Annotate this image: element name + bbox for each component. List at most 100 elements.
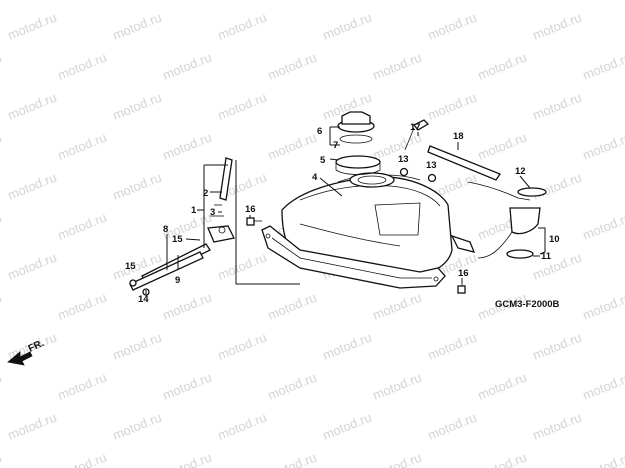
watermark-text: motod.ru <box>266 50 319 83</box>
watermark-text: motod.ru <box>321 330 374 363</box>
watermark-text: motod.ru <box>266 450 319 468</box>
watermark-text: motod.ru <box>581 210 625 243</box>
watermark-text: motod.ru <box>56 290 109 323</box>
watermark-text: motod.ru <box>426 410 479 443</box>
watermark-text: motod.ru <box>56 130 109 163</box>
watermark-text: motod.ru <box>0 50 4 83</box>
callout-15-lower: 15 <box>125 261 136 272</box>
callout-labels: 1 2 3 4 5 6 7 8 9 10 11 12 13 13 14 15 1… <box>125 122 560 305</box>
fuel-cap <box>337 111 375 144</box>
fuel-cock <box>207 157 235 243</box>
watermark-text: motod.ru <box>6 410 59 443</box>
watermark-text: motod.ru <box>0 130 4 163</box>
callout-15-upper: 15 <box>172 234 183 245</box>
callout-17: 17 <box>410 122 421 133</box>
watermark-text: motod.ru <box>0 370 4 403</box>
watermark-text: motod.ru <box>216 330 269 363</box>
watermark-text: motod.ru <box>581 450 625 468</box>
fuel-tubes <box>129 243 211 296</box>
callout-18: 18 <box>453 131 464 142</box>
watermark-text: motod.ru <box>56 50 109 83</box>
watermark-text: motod.ru <box>216 90 269 123</box>
callout-6: 6 <box>317 126 322 137</box>
watermark-text: motod.ru <box>216 250 269 283</box>
watermark-text: motod.ru <box>321 410 374 443</box>
callout-5: 5 <box>320 155 326 166</box>
watermark-text: motod.ru <box>426 90 479 123</box>
watermark-text: motod.ru <box>56 210 109 243</box>
watermark-text: motod.ru <box>371 0 424 3</box>
watermark-text: motod.ru <box>0 290 4 323</box>
callout-1: 1 <box>191 205 197 216</box>
fuel-tank <box>261 172 453 289</box>
watermark-text: motod.ru <box>426 10 479 43</box>
watermark-text: motod.ru <box>476 0 529 3</box>
watermark-text: motod.ru <box>581 290 625 323</box>
watermark-text: motod.ru <box>426 330 479 363</box>
watermark-text: motod.ru <box>0 450 4 468</box>
filler-neck <box>335 155 381 175</box>
watermark-text: motod.ru <box>0 0 4 3</box>
watermark-text: motod.ru <box>216 410 269 443</box>
watermark-text: motod.ru <box>476 50 529 83</box>
watermark-text: motod.ru <box>531 250 584 283</box>
callout-4: 4 <box>312 172 318 183</box>
watermark-text: motod.ru <box>531 410 584 443</box>
watermark-text: motod.ru <box>111 90 164 123</box>
watermark-text: motod.ru <box>6 250 59 283</box>
watermark-text: motod.ru <box>371 50 424 83</box>
watermark-text: motod.ru <box>161 50 214 83</box>
watermark-text: motod.ru <box>161 370 214 403</box>
watermark-text: motod.ru <box>111 10 164 43</box>
watermark-text: motod.ru <box>161 450 214 468</box>
clip <box>399 167 437 183</box>
callout-14: 14 <box>138 294 149 305</box>
diagram-code: GCM3-F2000B <box>495 299 560 310</box>
callout-9: 9 <box>175 275 180 286</box>
watermark-text: motod.ru <box>476 130 529 163</box>
watermark-text: motod.ru <box>266 290 319 323</box>
front-arrow-icon <box>7 351 33 366</box>
watermark-text: motod.ru <box>161 0 214 3</box>
fuel-unit <box>450 181 547 259</box>
watermark-text: motod.ru <box>161 130 214 163</box>
watermark-text: motod.ru <box>371 370 424 403</box>
callout-11: 11 <box>541 251 552 262</box>
watermark-text: motod.ru <box>161 210 214 243</box>
watermark-text: motod.ru <box>371 290 424 323</box>
watermark-text: motod.ru <box>56 370 109 403</box>
watermark-text: motod.ru <box>321 10 374 43</box>
watermark-text: motod.ru <box>216 10 269 43</box>
watermark-text: motod.ru <box>6 90 59 123</box>
callout-10: 10 <box>549 234 560 245</box>
watermark-text: motod.ru <box>0 210 4 243</box>
watermark-text: motod.ru <box>266 130 319 163</box>
callout-13-right: 13 <box>426 160 437 171</box>
watermark-text: motod.ru <box>476 450 529 468</box>
watermark-text: motod.ru <box>531 170 584 203</box>
watermark-text: motod.ru <box>6 170 59 203</box>
callout-16-upper: 16 <box>245 204 256 215</box>
watermark-text: motod.ru <box>581 370 625 403</box>
callout-7: 7 <box>333 140 338 151</box>
callout-13-upper: 13 <box>398 154 409 165</box>
callout-3: 3 <box>210 207 215 218</box>
watermark-text: motod.ru <box>161 290 214 323</box>
callout-12: 12 <box>515 166 526 177</box>
watermark-text: motod.ru <box>266 0 319 3</box>
watermark-text: motod.ru <box>581 0 625 3</box>
watermark-text: motod.ru <box>371 450 424 468</box>
watermark-text: motod.ru <box>531 90 584 123</box>
breather-tube <box>404 119 501 181</box>
watermark-text: motod.ru <box>111 330 164 363</box>
watermark-text: motod.ru <box>531 330 584 363</box>
callout-16-lower: 16 <box>458 268 469 279</box>
watermark-text: motod.ru <box>581 130 625 163</box>
callout-8: 8 <box>163 224 168 235</box>
watermark-text: motod.ru <box>531 10 584 43</box>
watermark-text: motod.ru <box>56 0 109 3</box>
watermark-text: motod.ru <box>56 450 109 468</box>
watermark-text: motod.ru <box>6 10 59 43</box>
watermark-text: motod.ru <box>476 370 529 403</box>
